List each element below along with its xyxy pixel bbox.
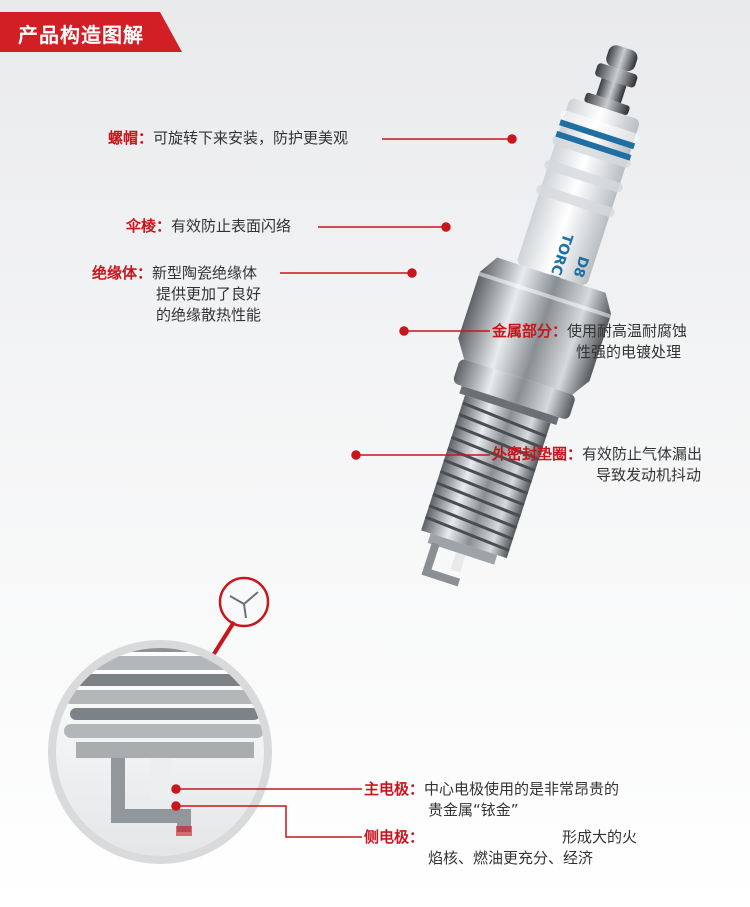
callout-side-electrode: 侧电极：形成大的火 焰核、燃油更充分、经济 xyxy=(364,828,638,867)
callout-leaders xyxy=(171,134,517,838)
blue-stripe xyxy=(555,130,632,161)
hex-nut xyxy=(458,257,612,395)
ceramic-insulator: TORCH D8 xyxy=(517,98,640,288)
model-mark: D8 xyxy=(569,254,591,279)
callout-metal-part: 金属部分：使用耐高温耐腐蚀 性强的电镀处理 xyxy=(492,322,688,361)
section-banner xyxy=(0,12,182,52)
electrode-tip xyxy=(421,542,466,587)
threaded-shell xyxy=(421,395,551,565)
callout-ribs: 伞棱：有效防止表面闪络 xyxy=(126,217,292,235)
magnified-view xyxy=(48,640,272,864)
callout-gasket: 外密封垫圈：有效防止气体漏出 导致发动机抖动 xyxy=(492,445,703,484)
callout-insulator: 绝缘体：新型陶瓷绝缘体 提供更加了良好 的绝缘散热性能 xyxy=(92,264,262,324)
callout-cap-nut: 螺帽：可旋转下来安装，防护更美观 xyxy=(108,129,349,147)
blue-stripe xyxy=(559,119,636,150)
zoom-marker xyxy=(218,576,270,628)
sealing-gasket xyxy=(453,359,575,425)
section-title: 产品构造图解 xyxy=(18,23,144,47)
terminal-nut xyxy=(584,45,638,115)
callout-center-electrode: 主电极：中心电极使用的是非常昂贵的 贵金属“铱金” xyxy=(364,780,620,819)
